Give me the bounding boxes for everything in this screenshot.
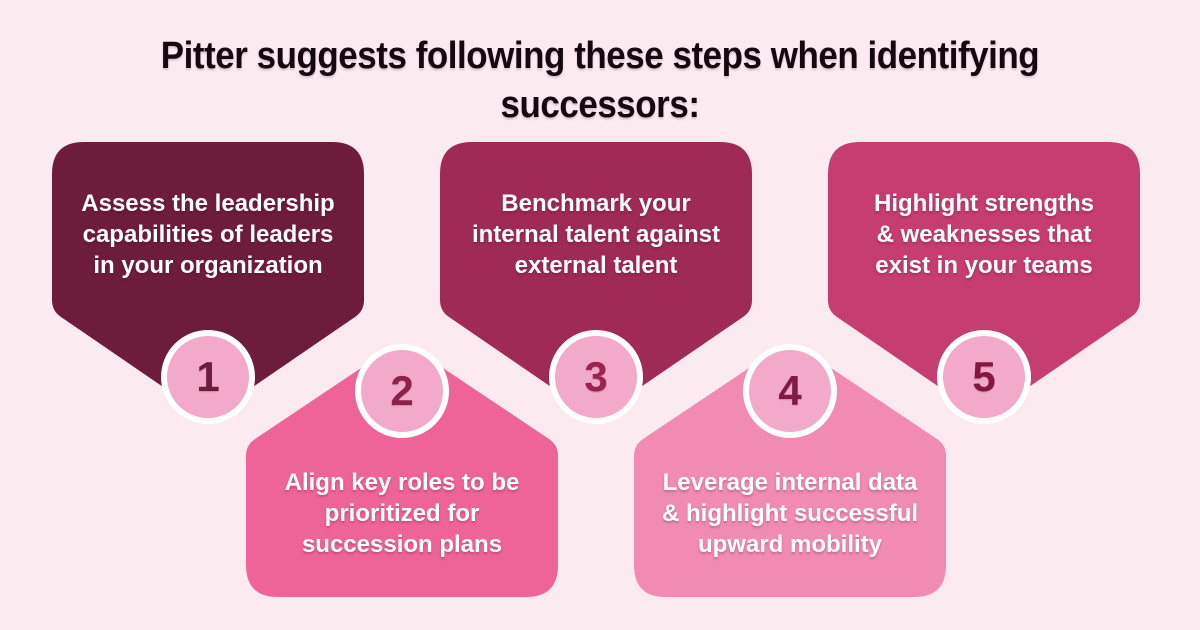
step-5-number-badge: 5 <box>937 330 1031 424</box>
down-arrow-shape <box>440 142 752 411</box>
step-card-2: Align key roles to be prioritized for su… <box>246 339 558 597</box>
step-5-text: Highlight strengths & weaknesses that ex… <box>874 190 1094 279</box>
down-arrow-shape <box>52 142 364 411</box>
step-1-number: 1 <box>196 353 220 400</box>
step-1-shape <box>52 142 364 411</box>
up-arrow-shape <box>634 345 946 597</box>
step-5-shape <box>828 142 1140 411</box>
step-4-number: 4 <box>778 367 802 414</box>
page-title-line2: successors: <box>500 84 700 126</box>
step-1-text: Assess the leadership capabilities of le… <box>81 190 335 279</box>
step-1-number-badge: 1 <box>161 330 255 424</box>
step-4-number-badge: 4 <box>743 344 837 438</box>
step-card-5: Highlight strengths & weaknesses that ex… <box>828 142 1140 424</box>
down-arrow-shape <box>828 142 1140 411</box>
step-card-3: Benchmark your internal talent against e… <box>440 142 752 424</box>
up-arrow-shape <box>246 345 558 597</box>
page-title-line1: Pitter suggests following these steps wh… <box>160 35 1040 77</box>
step-5-number: 5 <box>972 353 996 400</box>
page-title: Pitter suggests following these steps wh… <box>48 32 1152 130</box>
step-4-shape <box>634 345 946 597</box>
step-4-text: Leverage internal data & highlight succe… <box>661 469 919 558</box>
step-3-number-badge: 3 <box>549 330 643 424</box>
step-card-1: Assess the leadership capabilities of le… <box>52 142 364 424</box>
step-2-number: 2 <box>390 367 414 414</box>
step-card-4: Leverage internal data & highlight succe… <box>634 339 946 597</box>
step-2-text: Align key roles to be prioritized for su… <box>284 469 520 558</box>
step-2-number-badge: 2 <box>355 344 449 438</box>
step-3-text: Benchmark your internal talent against e… <box>471 190 721 279</box>
step-2-shape <box>246 345 558 597</box>
step-3-shape <box>440 142 752 411</box>
step-3-number: 3 <box>584 353 608 400</box>
